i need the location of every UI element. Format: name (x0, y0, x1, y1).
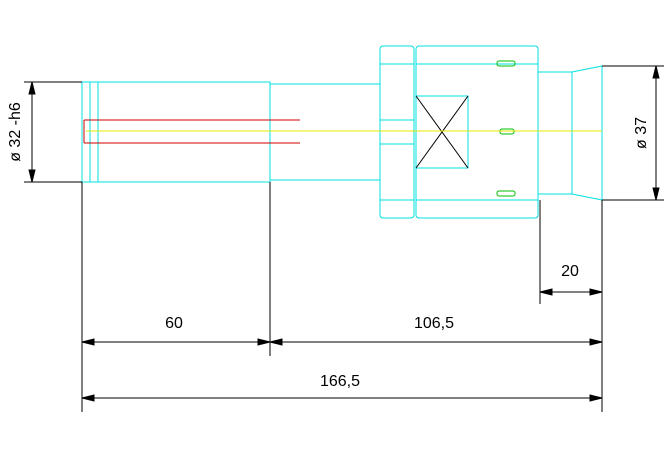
hole-bottom (496, 190, 516, 197)
label-nose-length: 20 (561, 263, 579, 280)
drive-slot-cross (415, 95, 469, 169)
green-details (496, 60, 516, 197)
part-outline (81, 45, 603, 219)
label-shank-length: 60 (165, 315, 183, 332)
nose-taper (537, 65, 603, 201)
neck (269, 83, 381, 181)
hole-top (496, 60, 516, 67)
coolant-bore (83, 119, 300, 144)
label-shank-diameter: ø 32 -h6 (7, 102, 24, 162)
dimensions (24, 65, 664, 412)
shank-body (97, 81, 271, 183)
label-body-diameter: ø 37 (633, 117, 650, 149)
flange (379, 45, 415, 219)
drive-slot (415, 95, 469, 169)
label-body-length: 106,5 (414, 315, 454, 332)
label-overall-length: 166,5 (320, 373, 360, 390)
body (415, 45, 539, 219)
